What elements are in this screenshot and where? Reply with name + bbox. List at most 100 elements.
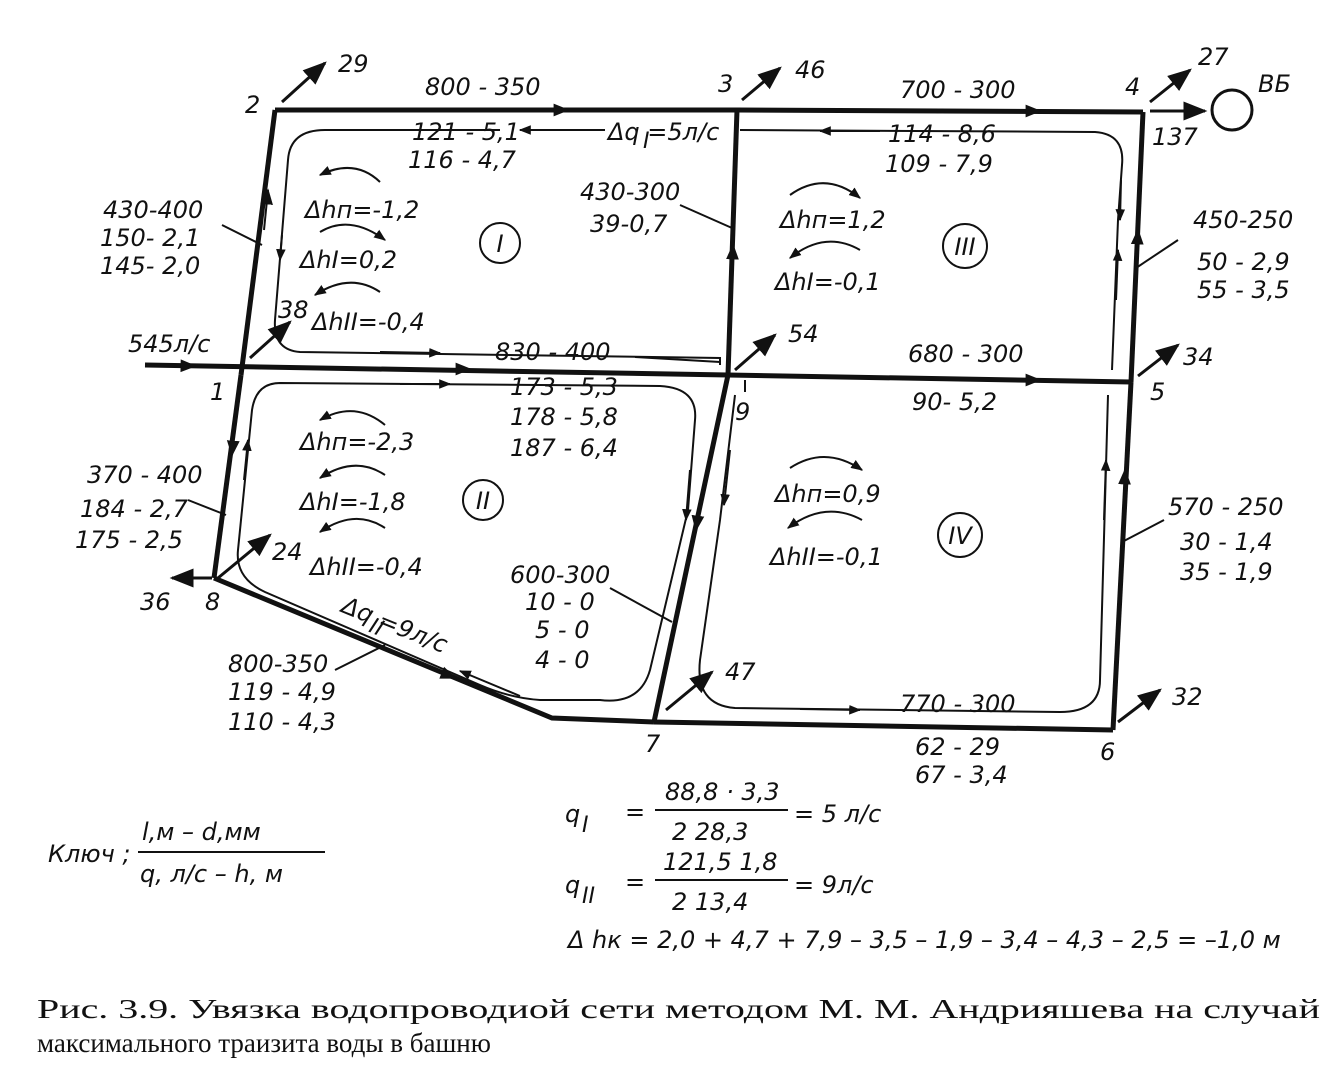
pipe-1-2-line3: 145- 2,0 <box>100 252 200 280</box>
pipe-7-6-line2: 62 - 29 <box>915 733 1000 761</box>
ring-loop-IV-arrow-right <box>1100 458 1111 521</box>
ring-III-h-2: ΔhI=-0,1 <box>773 268 881 296</box>
pipe-3-4-line1: 700 - 300 <box>900 76 1016 104</box>
ring-II-label: II <box>476 487 490 515</box>
arrow-5-4 <box>1130 228 1144 271</box>
arrow-9-3 <box>726 243 739 301</box>
pipe-1-9-line1: 830 - 400 <box>495 338 611 366</box>
pipe-1-2-line1: 430-400 <box>103 196 203 224</box>
ring-loop-III-connector <box>634 356 721 363</box>
withdrawal-label-5: 34 <box>1183 343 1214 371</box>
curve-ring-I-3 <box>313 281 381 296</box>
pipe-9-5-line1: 680 - 300 <box>908 340 1024 368</box>
ring-III-label: III <box>954 233 975 261</box>
leader-p9-7 <box>609 587 673 623</box>
curve-ring-II-1 <box>318 410 386 426</box>
arrow-8-7 <box>409 659 457 679</box>
formula-q1-den: 2 28,3 <box>672 818 748 846</box>
pipe-1-8-line1: 370 - 400 <box>87 461 203 489</box>
withdrawal-label-6: 32 <box>1172 683 1203 711</box>
pipe-5-6-line3: 35 - 1,9 <box>1180 558 1273 586</box>
pipe-7-6 <box>653 719 1114 733</box>
ring-II-circle <box>462 479 504 521</box>
legend-key: Ключ ; l,м – d,мм q, л/с – h, м <box>48 818 325 888</box>
formula-q1-lhs: q <box>565 800 580 828</box>
pipe-3-4 <box>736 107 1144 115</box>
key-top: l,м – d,мм <box>142 818 261 846</box>
pipe-7-6-line1: 770 - 300 <box>900 690 1016 718</box>
curve-ring-II-3 <box>319 517 386 533</box>
formula-q1-num: 88,8 · 3,3 <box>665 778 780 806</box>
node-label-6: 6 <box>1100 738 1115 766</box>
ring-loop-III <box>739 129 1124 371</box>
ring-I-h-1: Δhп=-1,2 <box>303 196 419 224</box>
leader-p5-6 <box>1121 519 1165 543</box>
withdrawal-arrow-4 <box>1149 68 1192 104</box>
curve-ring-I-1 <box>318 165 381 183</box>
ring-III-h-1: Δhп=1,2 <box>778 206 886 234</box>
formula-q2-eq: = <box>625 868 645 896</box>
pipe-8-7-line1: 800-350 <box>228 650 328 678</box>
pipe-9-7-line3: 5 - 0 <box>535 616 589 644</box>
ring-loop-I-arrow-bottom <box>379 348 442 358</box>
pipe-4-5-line1: 450-250 <box>1193 206 1293 234</box>
pipe-5-6-line1: 570 - 250 <box>1168 493 1284 521</box>
ring-II-h-3: ΔhII=-0,4 <box>308 553 423 581</box>
ring-loop-I <box>273 129 721 365</box>
pipe-1-9-line2: 173 - 5,3 <box>510 373 618 401</box>
formula-q2-lhs: q <box>565 871 580 899</box>
curve-ring-II-2 <box>318 464 386 479</box>
formula-q1-eq: = <box>625 798 645 826</box>
withdrawal-label-8-sub: 24 <box>272 538 303 566</box>
withdrawal-arrow-8 <box>217 533 272 580</box>
arrow-9-7 <box>691 499 705 532</box>
pipe-9-5-line2: 90- 5,2 <box>912 388 997 416</box>
curve-ring-III-1 <box>789 182 861 199</box>
pipe-1-9-line3: 178 - 5,8 <box>510 403 618 431</box>
pipe-3-9 <box>725 109 740 376</box>
node-label-8: 8 <box>205 588 220 616</box>
pipe-8-7 <box>213 575 655 725</box>
pipe-2-3-line1: 800 - 350 <box>425 73 541 101</box>
node-label-2: 2 <box>245 91 260 119</box>
ring-loop-II-arrow-bottom <box>458 670 521 697</box>
curve-ring-III-2 <box>789 240 861 259</box>
ring-labels: I II III IV <box>462 222 988 558</box>
water-tower-icon <box>1210 88 1254 132</box>
formula-q2-sub: II <box>582 884 595 909</box>
node-label-4: 4 <box>1125 73 1140 101</box>
ring-loops <box>236 125 1126 715</box>
pipe-1-8 <box>211 374 244 579</box>
formula-q2-rhs: = 9л/с <box>794 871 874 899</box>
leader-p4-5 <box>1135 239 1179 269</box>
pipe-5-6-line2: 30 - 1,4 <box>1180 528 1273 556</box>
pipe-9-7-line2: 10 - 0 <box>525 588 595 616</box>
ring-loop-I-arrow-left <box>276 234 286 262</box>
formula-q1-sub: I <box>582 813 589 838</box>
arrow-6-5 <box>1118 468 1131 561</box>
pipe-1-2-line2: 150- 2,1 <box>100 224 200 252</box>
pipe-3-4-line2: 114 - 8,6 <box>888 120 996 148</box>
ring-I-label: I <box>496 230 503 258</box>
withdrawal-label-3: 46 <box>795 56 826 84</box>
withdrawal-label-4: 27 <box>1198 43 1229 71</box>
arrow-inflow <box>144 359 197 373</box>
ring-IV-label: IV <box>948 522 973 550</box>
withdrawal-label-2: 29 <box>338 50 369 78</box>
ring-I-h-2: ΔhI=0,2 <box>298 246 397 274</box>
leader-p1-8 <box>187 499 227 516</box>
tower-label: ВБ <box>1258 70 1291 98</box>
withdrawal-label-9: 54 <box>788 320 819 348</box>
curve-ring-I-2 <box>319 223 386 241</box>
curve-ring-IV-1 <box>789 456 863 471</box>
withdrawal-arrow-9 <box>734 333 777 372</box>
withdrawal-labels: 29 46 27 34 32 47 36 54 38 24 137 545л/с… <box>128 43 1291 711</box>
pipe-3-9-line2: 39-0,7 <box>590 210 668 238</box>
pipe-1-8-line3: 175 - 2,5 <box>75 526 183 554</box>
ring-loop-IV-arrow-bottom <box>799 705 862 715</box>
pipe-2-3-line2: 121 - 5,1 <box>412 118 520 146</box>
withdrawal-arrow-5 <box>1137 343 1180 378</box>
pipe-3-4-line3: 109 - 7,9 <box>885 150 993 178</box>
caption-line-1: Рис. 3.9. Увязка водопроводиой сети мето… <box>37 994 1320 1024</box>
